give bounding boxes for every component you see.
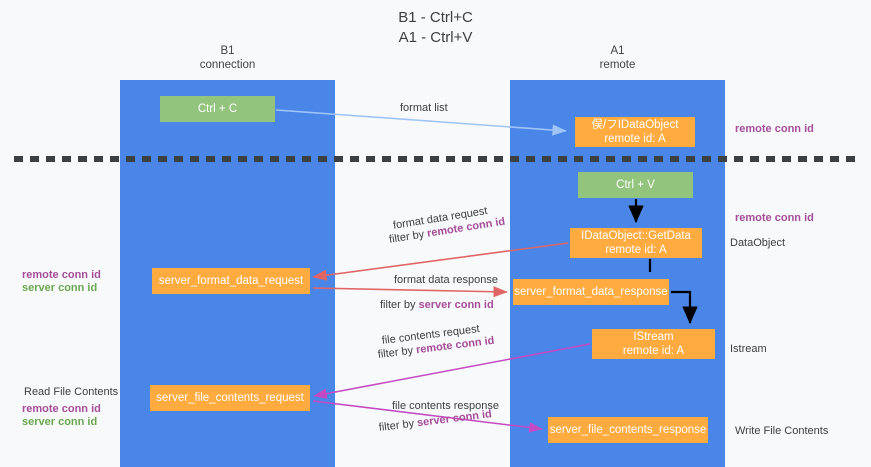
node-ctrl-v-label: Ctrl + V (616, 179, 655, 191)
annotation-right-write-file-contents: Write File Contents (735, 425, 829, 437)
annotation-left-server-conn-id-mid: server conn id (22, 282, 98, 294)
lane-header-b1-name: B1 (220, 45, 235, 57)
filter-prefix: filter by (377, 344, 417, 361)
label-file-contents-response: file contents response (392, 400, 500, 412)
lane-header-a1-role: remote (599, 58, 636, 71)
section-divider (14, 156, 859, 162)
node-getdata-line2: remote id: A (605, 244, 667, 256)
node-idataobject-line2: remote id: A (604, 133, 666, 145)
filter-prefix: filter by (380, 299, 419, 311)
node-server-format-data-request[interactable]: server_format_data_request (152, 268, 310, 294)
label-format-data-response: format data response (394, 274, 498, 286)
node-getdata-line1: IDataObject::GetData (581, 230, 691, 242)
node-sfc-response-label: server_file_contents_response (549, 424, 707, 436)
node-istream-line2: remote id: A (622, 345, 685, 357)
filter-prefix: filter by (378, 417, 418, 434)
title-line-1: B1 - Ctrl+C (398, 9, 473, 26)
annotation-right-istream: Istream (730, 343, 767, 355)
title-line-2: A1 - Ctrl+V (398, 29, 473, 46)
node-ctrl-c-label: Ctrl + C (197, 103, 238, 115)
annotation-left-remote-conn-id-mid: remote conn id (22, 269, 101, 281)
label-format-data-response-filter: filter by server conn id (380, 298, 494, 312)
node-idataobject-line1: 俣/フIDataObject (591, 119, 679, 131)
node-istream[interactable]: IStream remote id: A (592, 329, 715, 359)
node-idataobject[interactable]: 俣/フIDataObject remote id: A (575, 117, 695, 147)
node-sfd-request-label: server_format_data_request (158, 275, 304, 287)
node-server-format-data-response[interactable]: server_format_data_response (513, 279, 669, 305)
lane-header-b1: B1 connection (120, 45, 335, 72)
lane-header-b1-role: connection (199, 58, 256, 71)
node-istream-line1: IStream (633, 331, 674, 343)
node-sfd-response-label: server_format_data_response (514, 286, 668, 298)
node-sfc-request-label: server_file_contents_request (156, 392, 304, 404)
annotation-left-server-conn-id-bottom: server conn id (22, 416, 98, 428)
annotation-left-remote-conn-id-bottom: remote conn id (22, 403, 101, 415)
lane-header-a1: A1 remote (510, 45, 725, 72)
node-ctrl-v[interactable]: Ctrl + V (578, 172, 693, 198)
label-format-list: format list (400, 102, 448, 114)
lane-header-a1-name: A1 (610, 45, 625, 57)
filter-key-server-conn-id: server conn id (418, 299, 494, 311)
annotation-right-remote-conn-id-top: remote conn id (735, 123, 814, 135)
arrow-format-data-response (312, 286, 508, 298)
node-server-file-contents-response[interactable]: server_file_contents_response (548, 417, 708, 443)
diagram-title: B1 - Ctrl+C A1 - Ctrl+V (0, 8, 871, 48)
annotation-left-read-file-contents: Read File Contents (24, 386, 119, 398)
node-server-file-contents-request[interactable]: server_file_contents_request (150, 385, 310, 411)
node-ctrl-c[interactable]: Ctrl + C (160, 96, 275, 122)
annotation-right-remote-conn-id-mid: remote conn id (735, 212, 814, 224)
node-idataobject-getdata[interactable]: IDataObject::GetData remote id: A (570, 228, 702, 258)
annotation-right-dataobject: DataObject (730, 237, 786, 249)
